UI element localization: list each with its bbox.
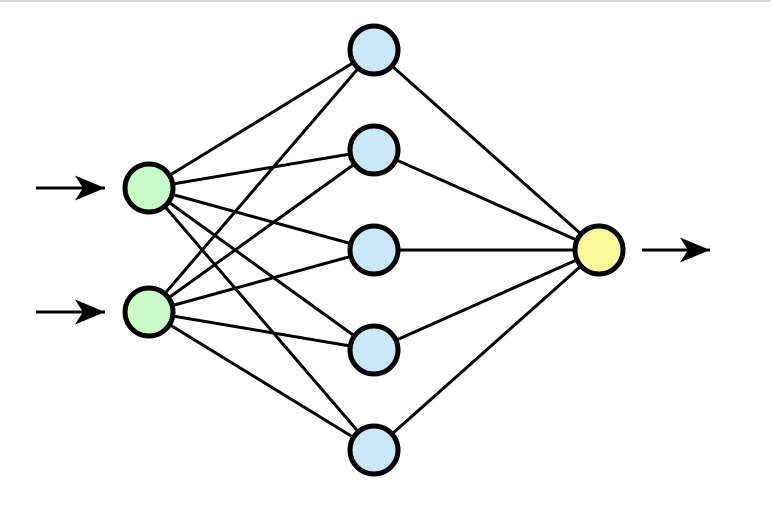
edge-i1-h4: [148, 186, 375, 352]
edge-h5-o1: [373, 248, 600, 452]
edge-h4-o1: [373, 248, 600, 352]
edge-i2-h5: [148, 310, 375, 452]
edge-i1-h5: [147, 187, 376, 451]
edge-i1-h3: [148, 186, 375, 252]
edge-i1-h1: [148, 48, 375, 190]
edge-h1-o1: [373, 48, 600, 252]
edge-h2-o1: [373, 148, 600, 252]
hidden-node-4: [347, 323, 401, 377]
input-node-1: [122, 161, 176, 215]
input-node-2: [122, 285, 176, 339]
hidden-node-5: [347, 423, 401, 477]
edge-i2-h1: [147, 49, 376, 313]
output-node-1: [572, 223, 626, 277]
hidden-node-1: [347, 23, 401, 77]
edge-i2-h2: [148, 148, 375, 314]
edge-i1-h2: [148, 148, 375, 190]
edge-i2-h4: [148, 310, 375, 352]
edge-i2-h3: [148, 248, 375, 314]
hidden-node-3: [347, 223, 401, 277]
hidden-node-2: [347, 123, 401, 177]
